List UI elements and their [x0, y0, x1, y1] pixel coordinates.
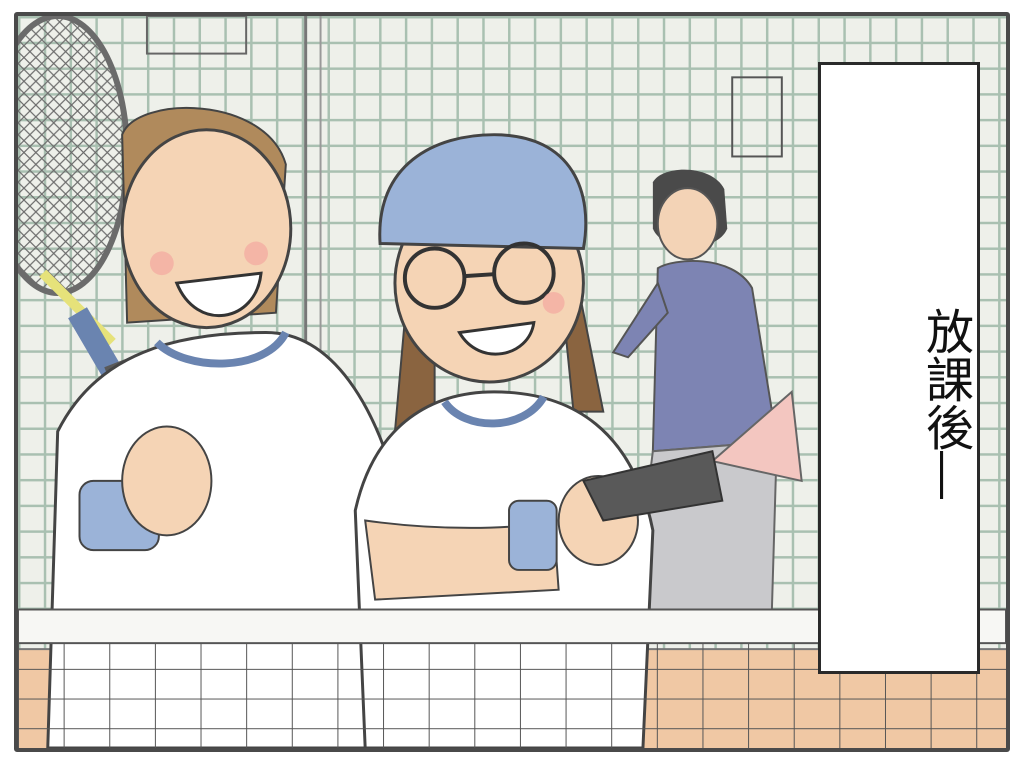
caption-text: 放課後―	[917, 307, 973, 499]
comic-panel: 放課後―	[14, 12, 1010, 752]
caption-box: 放課後―	[818, 62, 980, 674]
